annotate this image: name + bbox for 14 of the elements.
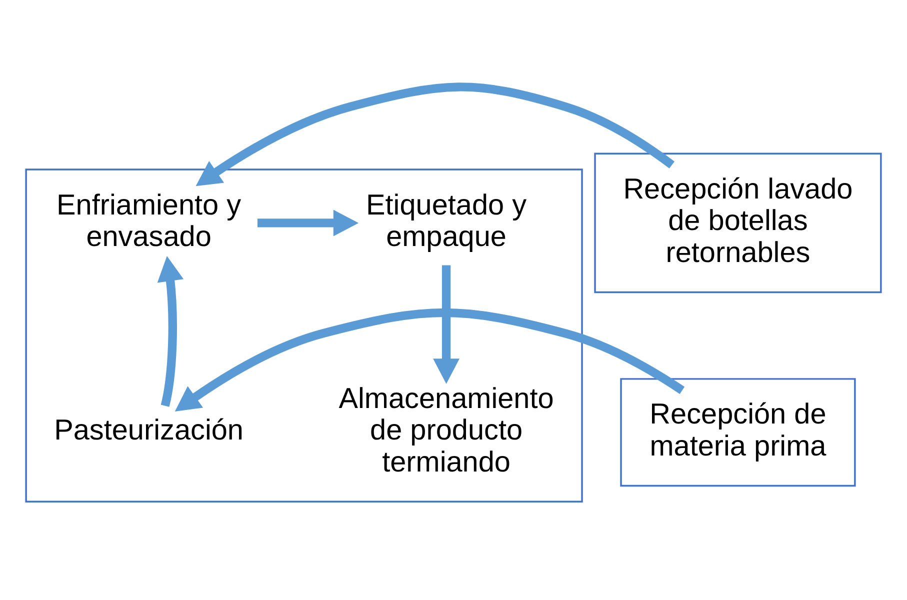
arrow: [257, 210, 359, 236]
cluster: [620, 378, 856, 487]
node-text: Almacenamiento de producto termiando: [338, 382, 554, 478]
arrow: [157, 256, 184, 407]
node-text: Recepción de materia prima: [650, 398, 826, 462]
node-text: Etiquetado y empaque: [366, 189, 527, 254]
arrow: [433, 265, 460, 384]
cluster: [25, 168, 583, 503]
node-text: Pasteurización: [54, 414, 244, 447]
arrow: [174, 308, 685, 412]
arrow: [196, 82, 674, 186]
node-text: Enfriamiento y envasado: [56, 189, 242, 254]
cluster: [594, 152, 882, 294]
node-text: Recepción lavado de botellas retornables: [623, 173, 853, 269]
